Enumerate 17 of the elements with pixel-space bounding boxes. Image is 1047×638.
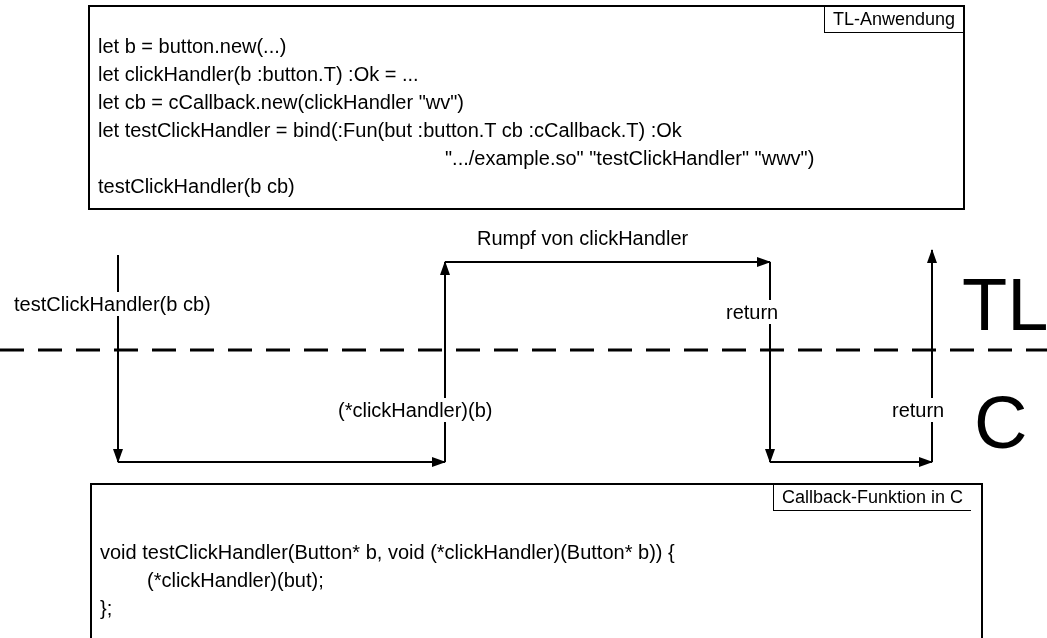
- code-line: testClickHandler(b cb): [98, 174, 295, 198]
- code-line: ".../example.so" "testClickHandler" "wwv"): [445, 146, 815, 170]
- code-line: let testClickHandler = bind(:Fun(but :button.T cb :cCallback.T) :Ok: [98, 118, 682, 142]
- code-line: let clickHandler(b :button.T) :Ok = ...: [98, 62, 419, 86]
- code-line: let cb = cCallback.new(clickHandler "wv"): [98, 90, 464, 114]
- arrow-label: testClickHandler(b cb): [12, 292, 213, 316]
- code-line: };: [100, 596, 113, 620]
- region-label: C: [973, 386, 1029, 460]
- arrow-label: (*clickHandler)(b): [336, 398, 495, 422]
- code-box: [88, 5, 965, 210]
- code-line: void testClickHandler(Button* b, void (*clickHandler)(Button* b)) {: [100, 540, 675, 564]
- region-label: TL: [961, 268, 1047, 342]
- code-box: [90, 483, 983, 638]
- box-title: TL-Anwendung: [823, 7, 963, 33]
- code-line: (*clickHandler)(but);: [147, 568, 324, 592]
- code-line: let b = button.new(...): [98, 34, 287, 58]
- box-title: Callback-Funktion in C: [772, 485, 971, 511]
